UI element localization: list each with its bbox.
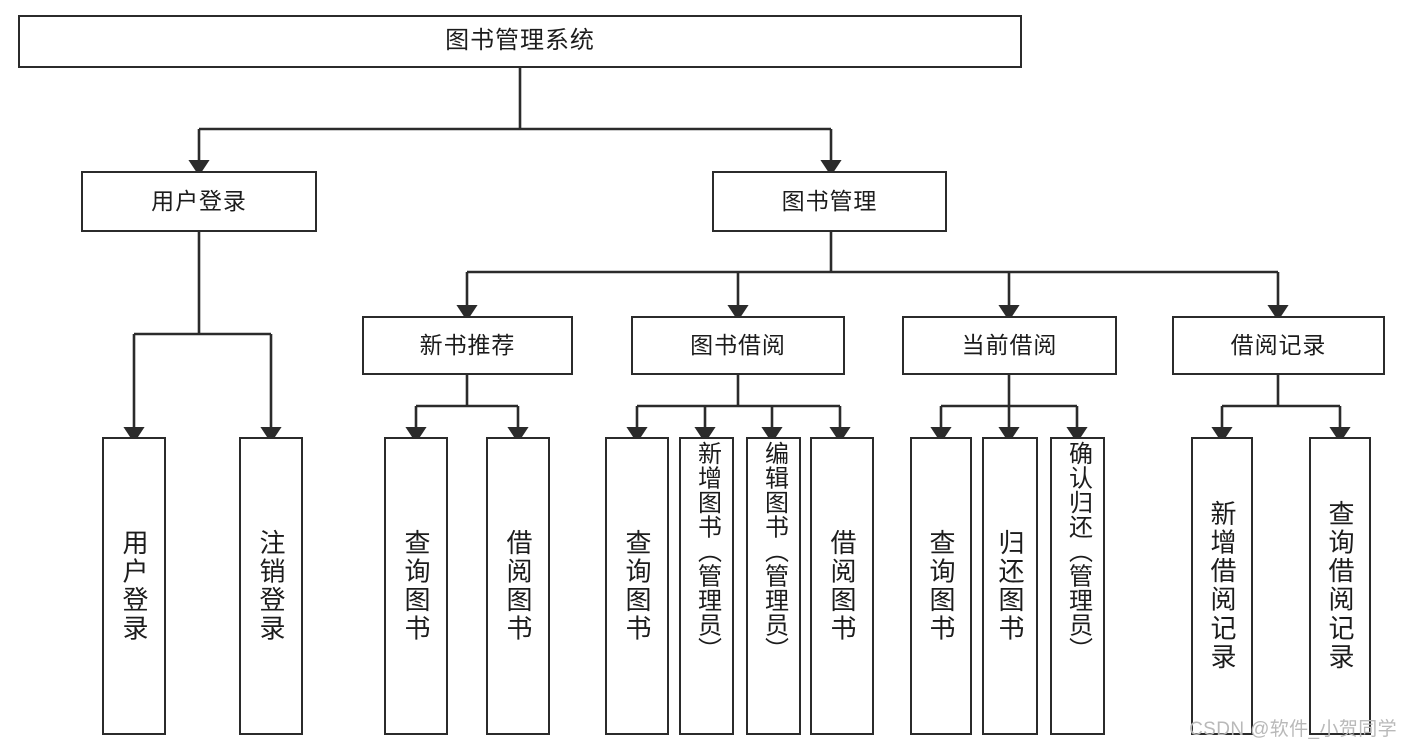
node-label: 新增图书（管理员） [693, 441, 721, 662]
node-label: 查询图书 [622, 528, 652, 644]
leaf-confirm-return[interactable]: 确认归还（管理员） [1050, 437, 1105, 735]
node-label: 当前借阅 [961, 331, 1058, 358]
leaf-return-book[interactable]: 归还图书 [982, 437, 1038, 735]
node-label: 归还图书 [995, 528, 1025, 644]
node-label: 查询图书 [926, 528, 956, 644]
node-current-borrow[interactable]: 当前借阅 [902, 316, 1117, 375]
leaf-logout-login[interactable]: 注销登录 [239, 437, 303, 735]
leaf-query-book-recommend[interactable]: 查询图书 [384, 437, 448, 735]
node-label: 借阅图书 [503, 528, 533, 644]
node-label: 新增借阅记录 [1207, 500, 1237, 672]
node-user-login[interactable]: 用户登录 [81, 171, 317, 232]
node-label: 查询图书 [401, 528, 431, 644]
node-label: 借阅记录 [1230, 331, 1327, 358]
node-label: 新书推荐 [419, 331, 516, 358]
node-new-book-recommend[interactable]: 新书推荐 [362, 316, 573, 375]
leaf-query-book-current[interactable]: 查询图书 [910, 437, 972, 735]
leaf-query-borrow-record[interactable]: 查询借阅记录 [1309, 437, 1371, 735]
leaf-query-book-borrow[interactable]: 查询图书 [605, 437, 669, 735]
leaf-borrow-book-recommend[interactable]: 借阅图书 [486, 437, 550, 735]
node-label: 图书管理系统 [445, 27, 595, 55]
node-label: 用户登录 [119, 528, 149, 644]
node-label: 图书管理 [781, 187, 878, 214]
leaf-edit-book[interactable]: 编辑图书（管理员） [746, 437, 801, 735]
node-book-borrow[interactable]: 图书借阅 [631, 316, 845, 375]
csdn-watermark: CSDN @软件_小贺同学 [1189, 719, 1397, 740]
node-label: 图书借阅 [690, 331, 786, 358]
node-label: 确认归还（管理员） [1064, 441, 1092, 662]
node-borrow-record[interactable]: 借阅记录 [1172, 316, 1385, 375]
node-book-manage[interactable]: 图书管理 [712, 171, 947, 232]
leaf-user-login[interactable]: 用户登录 [102, 437, 166, 735]
node-label: 借阅图书 [827, 528, 857, 644]
node-label: 用户登录 [151, 187, 247, 214]
leaf-add-book[interactable]: 新增图书（管理员） [679, 437, 734, 735]
node-label: 编辑图书（管理员） [760, 441, 788, 662]
node-label: 注销登录 [256, 528, 286, 644]
node-root-system[interactable]: 图书管理系统 [18, 15, 1022, 68]
node-label: 查询借阅记录 [1325, 500, 1355, 672]
leaf-add-borrow-record[interactable]: 新增借阅记录 [1191, 437, 1253, 735]
leaf-borrow-book[interactable]: 借阅图书 [810, 437, 874, 735]
